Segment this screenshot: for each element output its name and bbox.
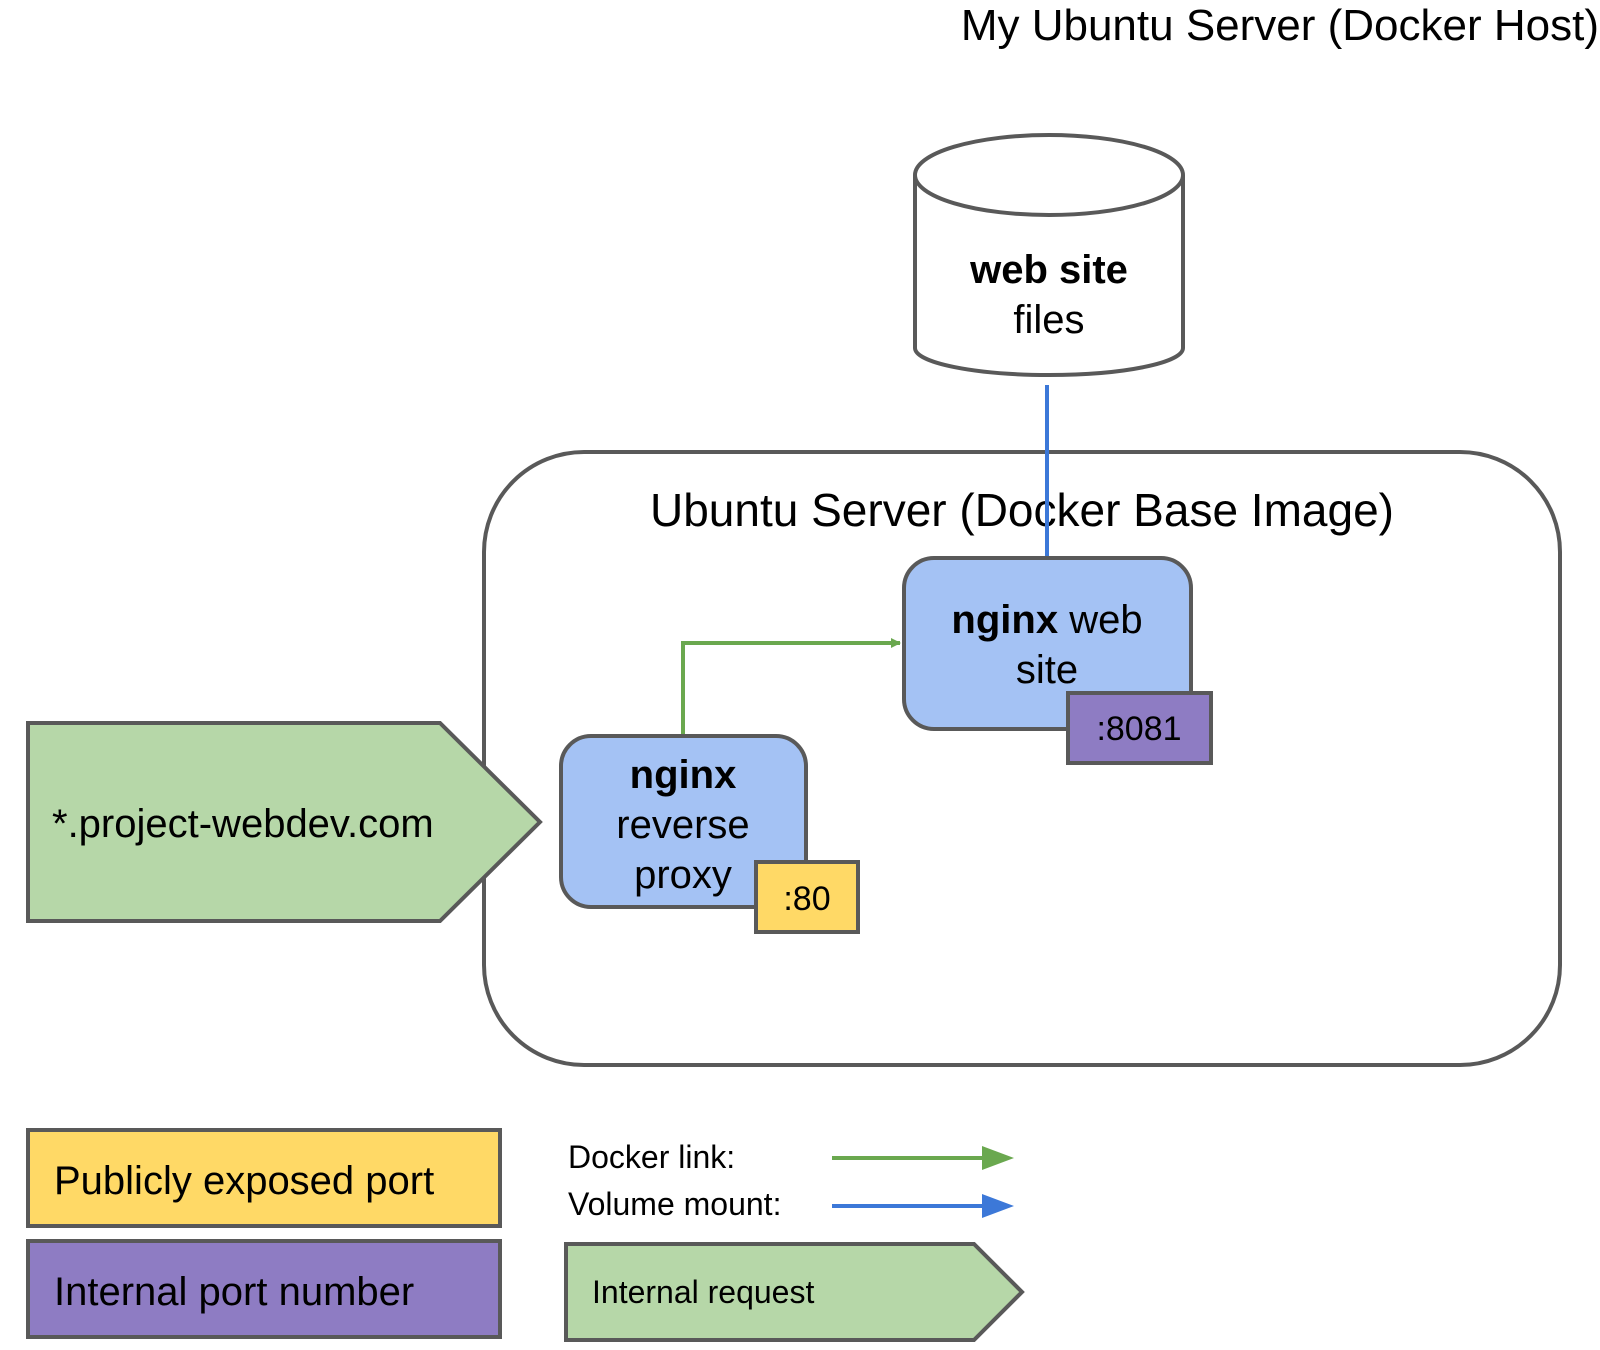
docker-link-arrow — [681, 638, 901, 736]
nginx-reverse-proxy-node: nginx reverse proxy — [559, 734, 808, 909]
host-title: My Ubuntu Server (Docker Host) — [961, 1, 1599, 50]
proxy-node-name: nginx — [630, 753, 737, 797]
legend-internal-request-label: Internal request — [592, 1274, 814, 1310]
legend-public-port: Publicly exposed port — [26, 1128, 502, 1228]
web-site-node-suffix: web — [1058, 598, 1143, 642]
web-site-node-name: nginx — [951, 598, 1058, 642]
public-port-badge: :80 — [754, 860, 860, 934]
public-port-label: :80 — [783, 880, 830, 918]
nginx-web-site-node: nginx web site — [902, 556, 1193, 731]
docker-base-image-container: Ubuntu Server (Docker Base Image) — [482, 450, 1562, 1067]
legend-volume-mount-arrow — [832, 1194, 1014, 1218]
web-site-node-line2: site — [1016, 648, 1078, 692]
legend-internal-port-label: Internal port number — [54, 1270, 414, 1314]
container-title: Ubuntu Server (Docker Base Image) — [650, 484, 1394, 536]
web-site-node-label: nginx web — [951, 598, 1142, 642]
proxy-node-line3: proxy — [634, 853, 732, 897]
storage-subtitle: files — [1013, 298, 1084, 342]
storage-cylinder: web site files — [913, 133, 1185, 377]
entry-label: *.project-webdev.com — [52, 802, 434, 846]
proxy-node-line2: reverse — [616, 803, 749, 847]
internal-port-badge: :8081 — [1066, 691, 1213, 765]
internal-port-label: :8081 — [1096, 710, 1181, 748]
legend-volume-mount-label: Volume mount: — [568, 1186, 781, 1222]
legend-docker-link-arrow — [832, 1146, 1014, 1170]
legend-internal-request: Internal request — [564, 1242, 1025, 1342]
legend: Publicly exposed port Internal port numb… — [26, 1128, 1025, 1342]
legend-public-port-label: Publicly exposed port — [54, 1159, 434, 1203]
storage-title: web site — [969, 248, 1128, 292]
legend-docker-link-label: Docker link: — [568, 1139, 735, 1175]
entry-request-arrow: *.project-webdev.com — [26, 721, 543, 923]
legend-internal-port: Internal port number — [26, 1239, 502, 1339]
